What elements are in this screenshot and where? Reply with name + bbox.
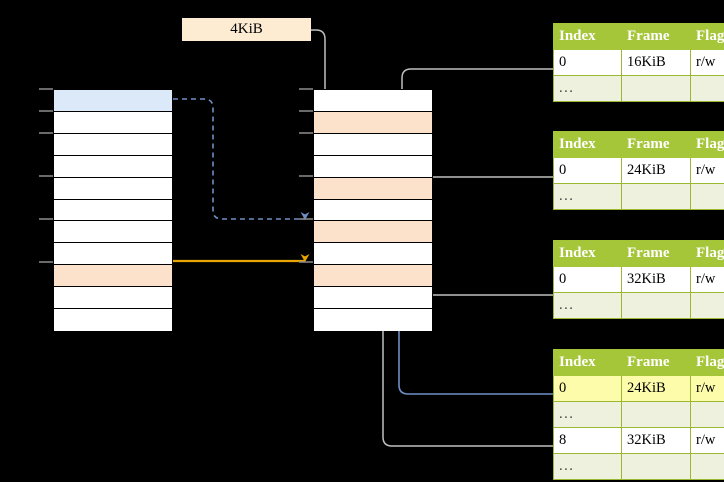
cell-frame[interactable]: 32KiB (621, 427, 691, 454)
physical-row-cell-1[interactable] (314, 111, 432, 134)
cell-frame[interactable] (621, 75, 691, 102)
table-row-ellipsis[interactable]: ... (553, 292, 724, 319)
column-header-index: Index (553, 131, 622, 158)
column-header-frame: Frame (621, 240, 691, 267)
cell-index[interactable]: ... (553, 292, 622, 319)
virtual-column-ticks (39, 88, 53, 263)
wire-frame-to-pt4-row8 (382, 266, 553, 447)
physical-row-cell-10[interactable] (314, 309, 432, 331)
cell-flags[interactable]: r/w (690, 157, 724, 184)
cell-index[interactable]: ... (553, 183, 622, 210)
column-header-flags: Flags (690, 23, 724, 50)
cell-frame[interactable] (621, 453, 691, 480)
cell-flags[interactable] (690, 401, 724, 428)
wire-virtual-to-physical-dashed (173, 98, 310, 220)
physical-row-cell-4[interactable] (314, 177, 432, 200)
size-label-text: 4KiB (230, 21, 263, 37)
table-header-row: IndexFrameFlags (553, 240, 724, 267)
virtual-row-cell-9[interactable] (54, 287, 172, 310)
physical-row-cell-0[interactable] (314, 90, 432, 112)
table-row-ellipsis[interactable]: ... (553, 183, 724, 210)
physical-row-cell-6[interactable] (314, 221, 432, 244)
cell-flags[interactable]: r/w (690, 49, 724, 76)
cell-frame[interactable]: 16KiB (621, 49, 691, 76)
virtual-row-cell-7[interactable] (54, 243, 172, 266)
physical-memory-column (313, 89, 433, 331)
table-header-row: IndexFrameFlags (553, 349, 724, 376)
cell-frame[interactable]: 24KiB (621, 157, 691, 184)
virtual-address-column (53, 89, 173, 331)
virtual-row-cell-10[interactable] (54, 309, 172, 331)
table-header-row: IndexFrameFlags (553, 131, 724, 158)
table-row-ellipsis[interactable]: ... (553, 75, 724, 102)
wire-size-to-frame (311, 29, 331, 114)
cell-index[interactable]: 0 (553, 266, 622, 293)
cell-frame[interactable]: 32KiB (621, 266, 691, 293)
virtual-row-cell-3[interactable] (54, 155, 172, 178)
virtual-row-cell-8[interactable] (54, 265, 172, 288)
cell-frame[interactable] (621, 401, 691, 428)
column-header-index: Index (553, 240, 622, 267)
wire-pt4-row0-to-frame (392, 223, 553, 395)
column-header-flags: Flags (690, 240, 724, 267)
cell-index[interactable]: ... (553, 75, 622, 102)
table-row-ellipsis[interactable]: ... (553, 453, 724, 480)
cell-index[interactable]: ... (553, 453, 622, 480)
page-table-level-2[interactable]: IndexFrameFlags024KiBr/w... (553, 131, 724, 210)
cell-frame[interactable] (621, 183, 691, 210)
physical-row-cell-3[interactable] (314, 155, 432, 178)
wire-frame-to-pt3 (416, 294, 553, 330)
cell-flags[interactable] (690, 183, 724, 210)
column-header-index: Index (553, 349, 622, 376)
virtual-row-cell-0[interactable] (54, 90, 172, 112)
physical-row-cell-8[interactable] (314, 265, 432, 288)
physical-column-ticks (299, 88, 313, 263)
column-header-frame: Frame (621, 349, 691, 376)
column-header-flags: Flags (690, 349, 724, 376)
column-header-flags: Flags (690, 131, 724, 158)
virtual-row-cell-2[interactable] (54, 133, 172, 156)
virtual-row-cell-1[interactable] (54, 111, 172, 134)
cell-flags[interactable]: r/w (690, 427, 724, 454)
table-header-row: IndexFrameFlags (553, 23, 724, 50)
physical-row-cell-7[interactable] (314, 243, 432, 266)
cell-index[interactable]: 0 (553, 375, 622, 402)
table-row-ellipsis[interactable]: ... (553, 401, 724, 428)
cell-flags[interactable]: r/w (690, 266, 724, 293)
page-table-level-4[interactable]: IndexFrameFlags024KiBr/w...832KiBr/w... (553, 349, 724, 480)
cell-index[interactable]: 0 (553, 157, 622, 184)
physical-row-cell-5[interactable] (314, 199, 432, 222)
page-table-level-3[interactable]: IndexFrameFlags032KiBr/w... (553, 240, 724, 319)
cell-index[interactable]: 8 (553, 427, 622, 454)
cell-index[interactable]: 0 (553, 49, 622, 76)
virtual-row-cell-5[interactable] (54, 199, 172, 222)
physical-row-cell-9[interactable] (314, 287, 432, 310)
size-label-box: 4KiB (182, 18, 311, 41)
column-header-frame: Frame (621, 131, 691, 158)
column-header-frame: Frame (621, 23, 691, 50)
cell-frame[interactable]: 24KiB (621, 375, 691, 402)
virtual-row-cell-6[interactable] (54, 221, 172, 244)
cell-flags[interactable] (690, 75, 724, 102)
physical-row-cell-2[interactable] (314, 133, 432, 156)
wire-pt2-to-frame (419, 176, 553, 222)
wire-pt1-to-frame (401, 68, 553, 179)
cell-index[interactable]: ... (553, 401, 622, 428)
column-header-index: Index (553, 23, 622, 50)
page-table-level-1[interactable]: IndexFrameFlags016KiBr/w... (553, 23, 724, 102)
cell-flags[interactable] (690, 292, 724, 319)
virtual-row-cell-4[interactable] (54, 177, 172, 200)
cell-flags[interactable] (690, 453, 724, 480)
cell-frame[interactable] (621, 292, 691, 319)
cell-flags[interactable]: r/w (690, 375, 724, 402)
